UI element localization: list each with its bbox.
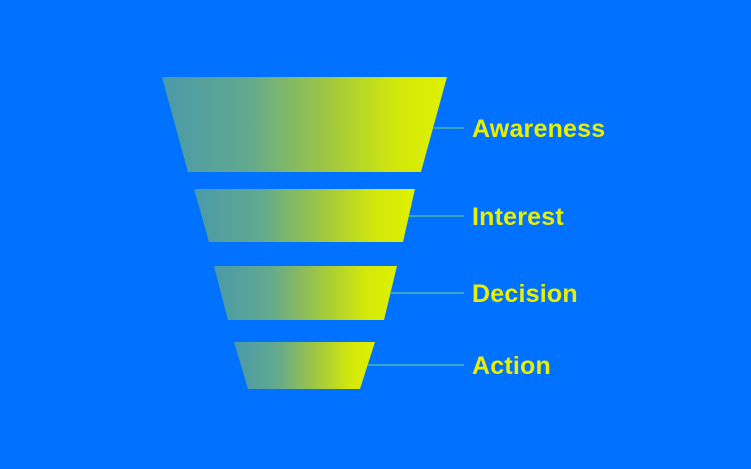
funnel-segment-awareness: [162, 77, 447, 172]
funnel-label-interest: Interest: [472, 203, 564, 231]
funnel-segment-interest: [194, 189, 415, 242]
funnel-segment-decision: [214, 266, 397, 320]
funnel-label-awareness: Awareness: [472, 115, 606, 143]
funnel-segment-action: [234, 342, 375, 389]
funnel-label-action: Action: [472, 352, 551, 380]
funnel-label-decision: Decision: [472, 280, 578, 308]
